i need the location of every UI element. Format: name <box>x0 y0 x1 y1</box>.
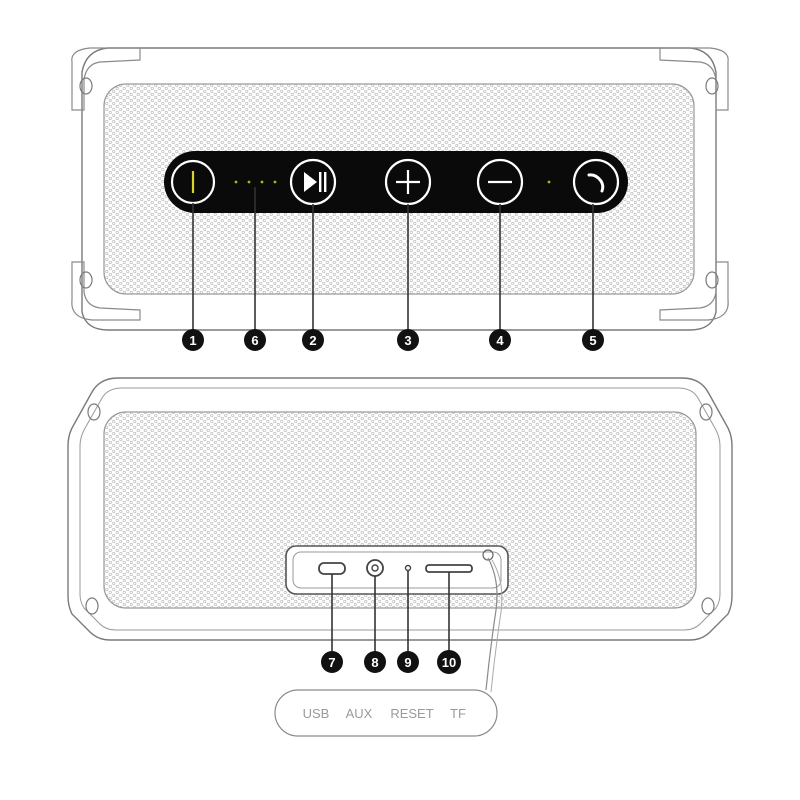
screw-hole <box>705 77 719 95</box>
svg-text:1: 1 <box>189 333 196 348</box>
call-button[interactable] <box>572 158 620 206</box>
callout-6: 6 <box>244 329 266 351</box>
svg-text:7: 7 <box>328 655 335 670</box>
callout-1: 1 <box>182 329 204 351</box>
callout-2: 2 <box>302 329 324 351</box>
cover-hinge <box>482 549 494 561</box>
callout-8: 8 <box>364 651 386 673</box>
svg-text:8: 8 <box>371 655 378 670</box>
screw-hole <box>79 271 93 289</box>
callout-4: 4 <box>489 329 511 351</box>
speaker-bottom-view: 7 8 9 10 <box>67 377 733 693</box>
screw-hole <box>699 403 713 421</box>
speaker-grille <box>103 411 697 609</box>
svg-text:3: 3 <box>404 333 411 348</box>
svg-text:6: 6 <box>251 333 258 348</box>
speaker-top-view: 1 6 2 3 4 5 <box>71 47 729 351</box>
svg-text:9: 9 <box>404 655 411 670</box>
svg-text:10: 10 <box>442 655 456 670</box>
screw-hole <box>79 77 93 95</box>
leader-lines <box>192 187 594 330</box>
led-dot <box>547 180 551 184</box>
port-cover <box>285 545 509 595</box>
label-reset: RESET <box>390 706 433 721</box>
label-usb: USB <box>303 706 330 721</box>
screw-hole <box>87 403 101 421</box>
phone-icon <box>587 173 605 193</box>
port-label-tag: USB AUX RESET TF <box>274 689 498 737</box>
callout-5: 5 <box>582 329 604 351</box>
callout-3: 3 <box>397 329 419 351</box>
volume-down-button[interactable] <box>476 158 524 206</box>
svg-text:5: 5 <box>589 333 596 348</box>
play-pause-button[interactable] <box>289 158 337 206</box>
led-indicator-dots <box>234 180 277 184</box>
callout-7: 7 <box>321 651 343 673</box>
screw-hole <box>701 597 715 615</box>
leader-lines <box>331 571 450 652</box>
play-pause-icon <box>304 172 327 192</box>
volume-up-button[interactable] <box>384 158 432 206</box>
label-aux: AUX <box>346 706 373 721</box>
power-button[interactable] <box>170 159 216 205</box>
screw-hole <box>705 271 719 289</box>
reset-hole-icon[interactable] <box>404 564 412 572</box>
screw-hole <box>85 597 99 615</box>
callout-10: 10 <box>437 650 461 674</box>
plus-icon <box>396 170 420 194</box>
svg-text:4: 4 <box>496 333 504 348</box>
svg-text:2: 2 <box>309 333 316 348</box>
label-tf: TF <box>450 706 466 721</box>
callout-9: 9 <box>397 651 419 673</box>
